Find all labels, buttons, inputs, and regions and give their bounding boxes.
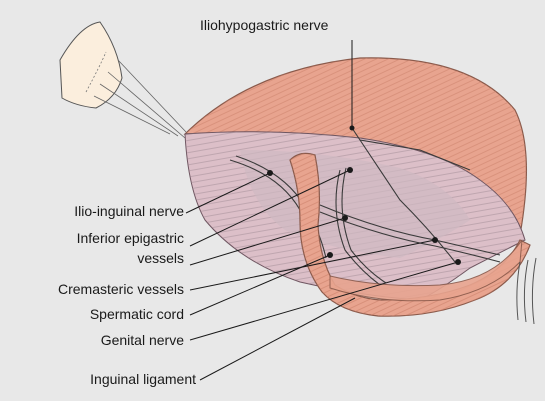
label-iliohypogastric-nerve: Iliohypogastric nerve bbox=[200, 17, 329, 33]
label-genital-nerve: Genital nerve bbox=[101, 332, 184, 348]
label-inguinal-ligament: Inguinal ligament bbox=[90, 371, 196, 387]
right-edge-structure bbox=[517, 258, 536, 324]
label-ilio-inguinal-nerve: Ilio-inguinal nerve bbox=[74, 203, 184, 219]
label-spermatic-cord: Spermatic cord bbox=[90, 306, 184, 322]
label-cremasteric-vessels: Cremasteric vessels bbox=[58, 281, 184, 297]
label-inferior-epigastric-line1: Inferior epigastric bbox=[77, 230, 184, 246]
skin-flap bbox=[60, 22, 186, 138]
label-inferior-epigastric-line2: vessels bbox=[137, 250, 184, 266]
